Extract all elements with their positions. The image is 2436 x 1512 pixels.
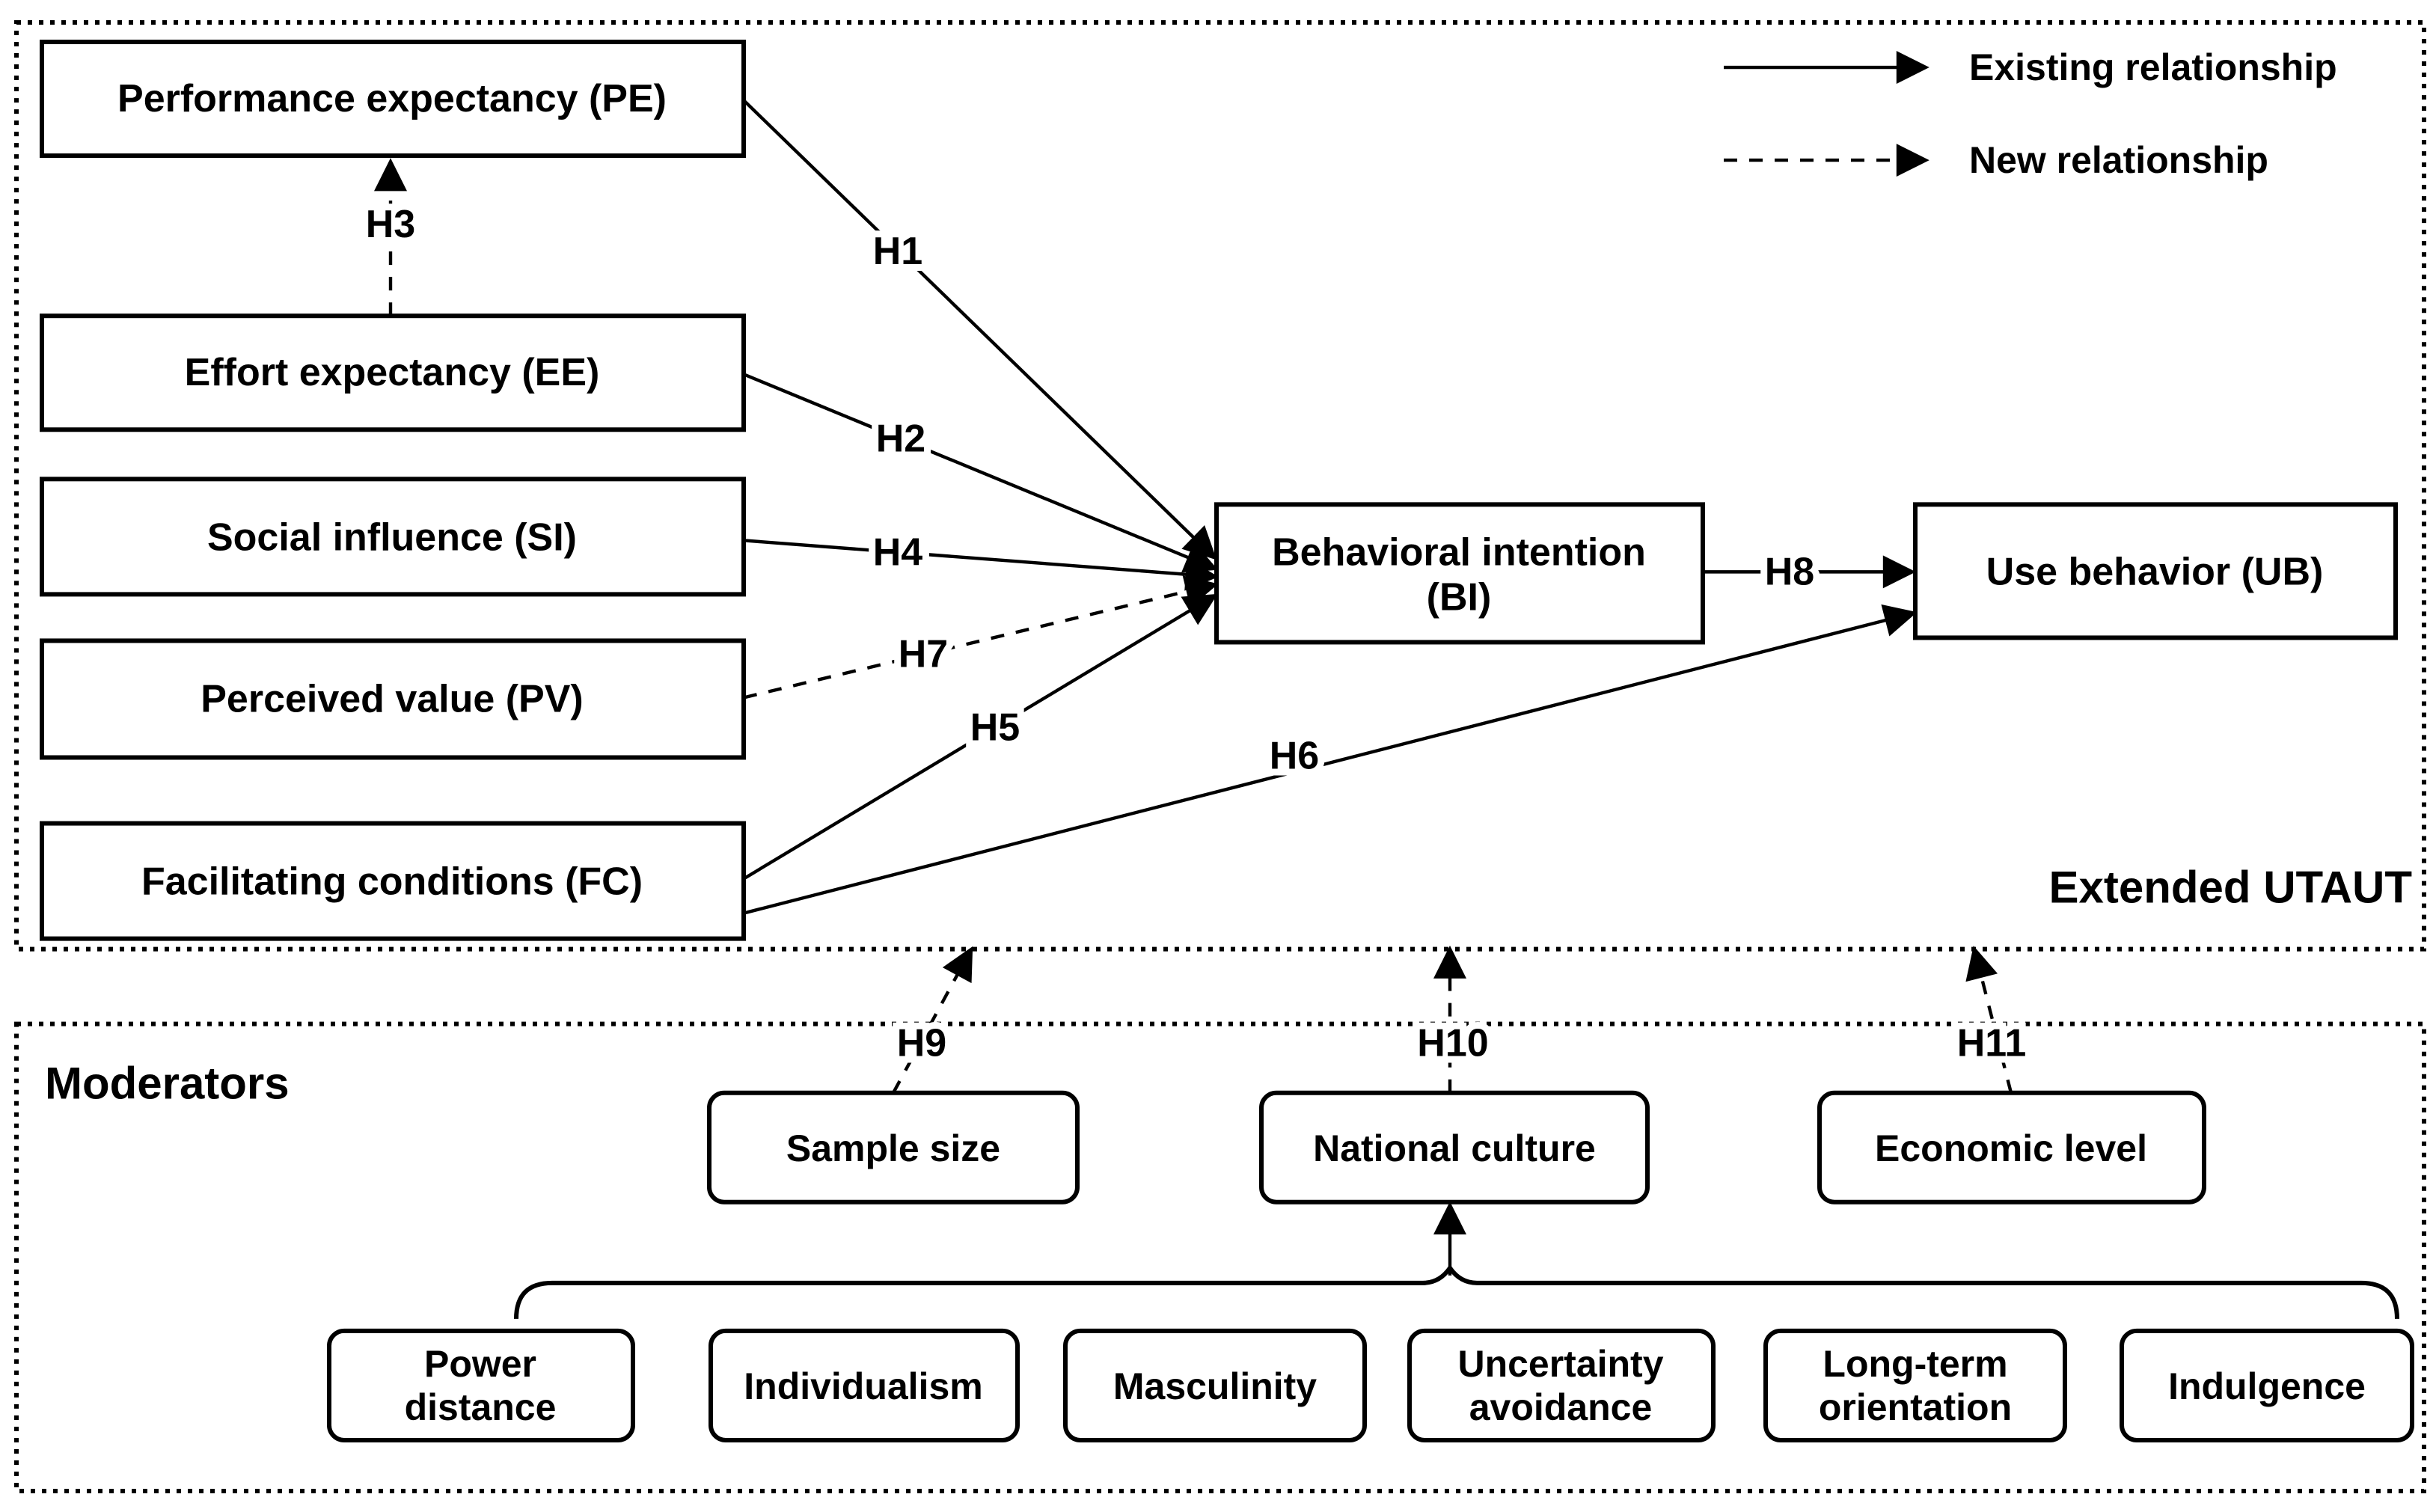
edge-label-h9: H9 (897, 1022, 946, 1065)
edge-h4 (743, 539, 1219, 591)
extended-utaut-container (14, 20, 2426, 952)
edge-label-h8: H8 (1765, 550, 1814, 593)
node-individualism-label: Individualism (744, 1365, 982, 1407)
extended-utaut-title: Extended UTAUT (2049, 863, 2412, 913)
culture-dimension-nodes: Power distance Individualism Masculinity… (327, 1328, 2414, 1442)
node-individualism (709, 1328, 1020, 1442)
node-long-term-orientation-label-line2: orientation (1819, 1386, 2012, 1428)
node-behavioral-intention (1214, 502, 1705, 645)
node-power-distance-label-line2: distance (405, 1386, 557, 1428)
legend: Existing relationship New relationship (1724, 46, 2337, 181)
node-uncertainty-avoidance (1407, 1328, 1716, 1442)
moderators-container (14, 1021, 2426, 1493)
node-effort-expectancy (40, 313, 746, 432)
node-indulgence-label: Indulgence (2168, 1365, 2366, 1407)
construct-nodes: Performance expectancy (PE) Effort expec… (40, 40, 2398, 941)
node-social-influence (40, 477, 746, 597)
edge-label-h6: H6 (1270, 734, 1319, 777)
node-effort-expectancy-label: Effort expectancy (EE) (185, 351, 600, 394)
node-masculinity-label: Masculinity (1113, 1365, 1317, 1407)
edges (374, 99, 2013, 1094)
node-national-culture-label: National culture (1313, 1127, 1596, 1169)
node-use-behavior (1913, 502, 2398, 640)
moderators-title: Moderators (45, 1059, 290, 1109)
edge-label-h4: H4 (873, 530, 923, 574)
edge-h6 (743, 604, 1918, 915)
moderator-nodes: Sample size National culture Economic le… (707, 1090, 2206, 1205)
node-performance-expectancy-label: Performance expectancy (PE) (117, 77, 667, 120)
node-long-term-orientation (1763, 1328, 2067, 1442)
node-behavioral-intention-label-line1: Behavioral intention (1272, 530, 1646, 574)
node-use-behavior-label: Use behavior (UB) (1986, 550, 2324, 593)
edge-h2 (743, 373, 1219, 573)
legend-existing-label: Existing relationship (1969, 46, 2337, 88)
node-perceived-value (40, 638, 746, 760)
edge-labels: H3 H1 H2 H4 H7 H5 H6 H8 H9 H10 H11 (359, 196, 2033, 1072)
edge-h9 (892, 946, 973, 1094)
node-indulgence (2120, 1328, 2414, 1442)
node-economic-level (1817, 1090, 2206, 1205)
node-uncertainty-avoidance-label-line1: Uncertainty (1457, 1343, 1663, 1385)
node-facilitating-conditions (40, 821, 746, 941)
node-uncertainty-avoidance-label-line2: avoidance (1469, 1386, 1653, 1428)
node-perceived-value-label: Perceived value (PV) (201, 677, 583, 720)
node-facilitating-conditions-label: Facilitating conditions (FC) (141, 860, 643, 904)
edge-h1 (742, 99, 1217, 560)
node-sample-size-label: Sample size (786, 1127, 1000, 1169)
edge-label-h11: H11 (1957, 1022, 2027, 1065)
node-long-term-orientation-label-line1: Long-term (1823, 1343, 2007, 1385)
edge-h7 (743, 575, 1219, 700)
edge-label-h10: H10 (1417, 1022, 1488, 1065)
edge-label-h7: H7 (899, 632, 948, 676)
edge-label-h1: H1 (873, 230, 922, 273)
node-sample-size (707, 1090, 1080, 1205)
node-power-distance (327, 1328, 635, 1442)
node-social-influence-label: Social influence (SI) (207, 515, 577, 559)
edge-label-h5: H5 (970, 706, 1020, 749)
edge-label-h2: H2 (876, 417, 925, 460)
node-economic-level-label: Economic level (1875, 1127, 2147, 1169)
legend-new-label: New relationship (1969, 139, 2268, 181)
node-behavioral-intention-label-line2: (BI) (1427, 575, 1492, 619)
edge-h5 (742, 593, 1218, 881)
edge-label-h3: H3 (366, 203, 415, 246)
node-performance-expectancy (40, 40, 746, 159)
node-power-distance-label-line1: Power (424, 1343, 536, 1385)
node-masculinity (1063, 1328, 1367, 1442)
